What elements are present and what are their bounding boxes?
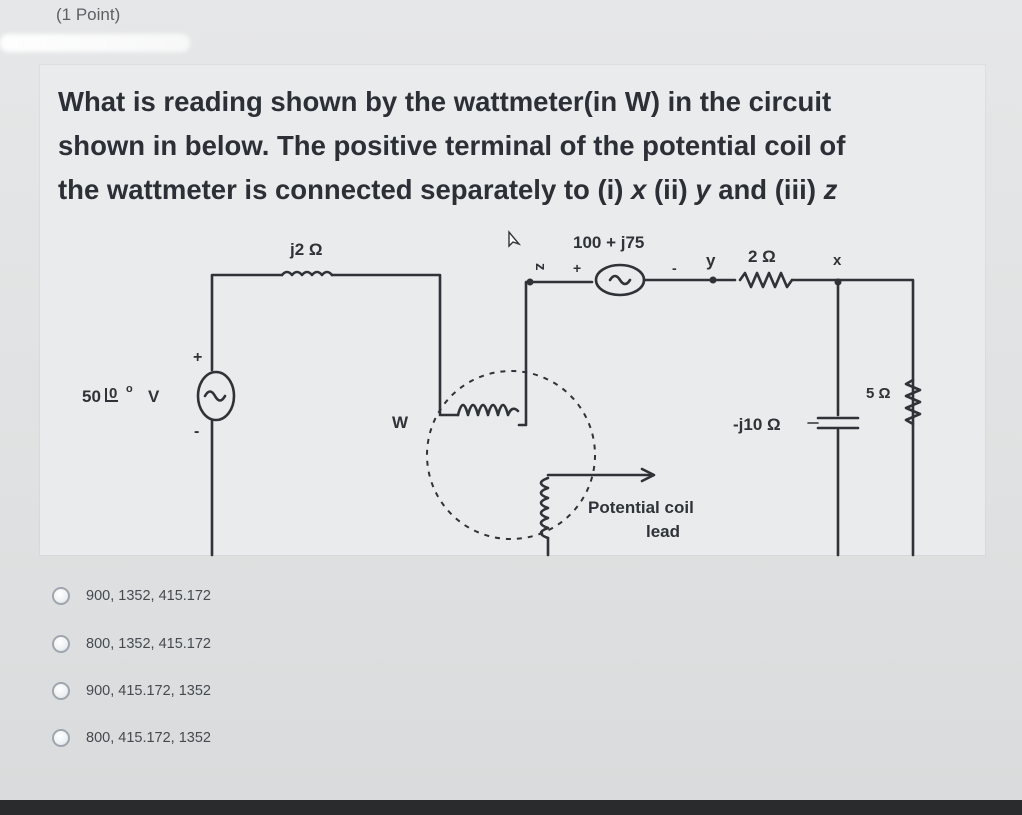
source-1-angle-symbol [105, 388, 118, 402]
wattmeter-current-coil [456, 403, 520, 417]
option-4-radio[interactable] [52, 729, 70, 747]
option-2[interactable]: 800, 1352, 415.172 [52, 631, 211, 657]
question-line-2: shown in below. The positive terminal of… [58, 130, 846, 161]
capacitor-label: -j10 Ω [733, 415, 781, 434]
option-3[interactable]: 900, 415.172, 1352 [52, 678, 211, 704]
wire-resistor-to-x [790, 278, 915, 557]
ac-source-1-wave [203, 390, 227, 402]
mouse-cursor-icon [508, 230, 522, 248]
source-1-label: 50 [82, 387, 101, 406]
screen-glare [0, 34, 190, 52]
option-4[interactable]: 800, 415.172, 1352 [52, 725, 211, 751]
question-card [40, 65, 985, 555]
question-line-3-c: and (iii) [710, 174, 824, 205]
potential-coil-label-2: lead [646, 522, 680, 541]
source-1-unit: V [148, 387, 160, 406]
resistor-2ohm-label: 2 Ω [748, 247, 776, 266]
node-x-label: x [833, 252, 842, 269]
option-1[interactable]: 900, 1352, 415.172 [52, 583, 211, 609]
option-1-radio[interactable] [52, 587, 70, 605]
source-2-label: 100 + j75 [573, 233, 644, 252]
option-4-label: 800, 415.172, 1352 [86, 730, 211, 746]
node-dot-y [709, 276, 717, 284]
option-3-radio[interactable] [52, 682, 70, 700]
question-var-y: y [695, 174, 711, 205]
wire-wattmeter-up [517, 280, 594, 427]
ac-source-2-wave [608, 274, 632, 286]
option-2-label: 800, 1352, 415.172 [86, 636, 211, 652]
monitor-bezel [0, 800, 1022, 815]
source-2-plus: + [573, 260, 581, 276]
source-1-plus: + [193, 349, 202, 366]
option-1-label: 900, 1352, 415.172 [86, 588, 211, 604]
ac-source-1 [196, 370, 236, 422]
question-text: What is reading shown by the wattmeter(i… [58, 80, 978, 212]
source-1-angle: 0 [109, 385, 117, 402]
wire-top-to-wattmeter [330, 273, 460, 417]
node-z-label: z [532, 263, 549, 271]
question-line-3-a: the wattmeter is connected separately to… [58, 174, 632, 205]
source-1-degree: o [126, 383, 133, 395]
wattmeter-label: W [392, 413, 409, 432]
potential-coil-label-1: Potential coil [588, 498, 694, 517]
resistor-2ohm [738, 271, 794, 289]
node-y-label: y [706, 251, 716, 270]
potential-coil-lead-arrow [640, 467, 656, 483]
source-2-minus: - [672, 260, 677, 276]
node-dot-x [834, 278, 842, 286]
inductor-j2 [280, 270, 334, 277]
wire-left-upper [210, 273, 284, 372]
question-line-3-b: (ii) [646, 174, 696, 205]
option-2-radio[interactable] [52, 635, 70, 653]
question-points: (1 Point) [56, 5, 121, 24]
resistor-5ohm [904, 378, 922, 426]
option-3-label: 900, 415.172, 1352 [86, 683, 211, 699]
question-var-x: x [631, 174, 647, 205]
question-line-3: the wattmeter is connected separately to… [58, 168, 978, 212]
potential-coil [539, 476, 550, 540]
resistor-5ohm-label: 5 Ω [866, 385, 891, 402]
question-var-z: z [823, 174, 838, 205]
inductor-j2-label: j2 Ω [289, 240, 323, 259]
node-dot-z [526, 278, 534, 286]
source-1-minus: - [194, 423, 199, 440]
question-line-1: What is reading shown by the wattmeter(i… [58, 86, 832, 117]
wattmeter-dashed-ring [426, 370, 596, 540]
